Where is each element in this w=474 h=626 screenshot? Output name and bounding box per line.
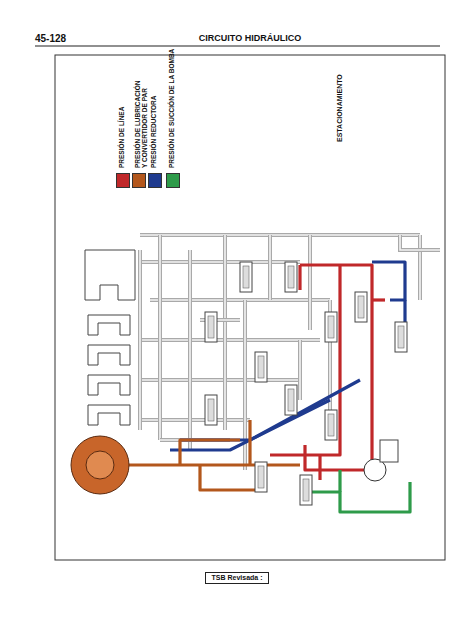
reducing-pressure-passage [372,262,405,300]
valve-spool [288,389,294,411]
valve-body [300,475,312,505]
line-pressure-passage [298,265,301,290]
legend-text: PRESIÓN DE SUCCIÓN DE LA BOMBA [168,49,175,168]
clutch-piston [88,405,130,425]
oil-passage-core [269,235,271,300]
oil-passage-core [299,340,301,400]
valve-body [355,292,367,322]
oil-passage [268,235,272,300]
oil-passage [223,235,227,430]
oil-passage [138,250,142,430]
oil-passage-core [159,235,161,440]
valve-body [325,312,337,342]
oil-passage [150,298,330,302]
clutch-piston [88,375,130,395]
oil-passage-core [150,299,330,301]
circuit [71,235,440,512]
legend-text: PRESIÓN REDUCTORA [150,96,157,168]
oil-passage [418,235,422,300]
lube-passage [200,465,260,490]
valve-spool [258,466,264,488]
header-rule [35,45,440,46]
oil-passage-core [419,235,421,300]
lube-passage [128,463,300,466]
oil-passage-core [139,250,141,430]
oil-passage [140,233,420,237]
valve-spool [288,266,294,288]
valve-spool [398,326,404,348]
torque-converter [71,436,129,494]
lube-passage [180,440,240,465]
oil-passage-core [140,339,320,341]
valve-body [285,262,297,292]
oil-passage-core [224,235,226,430]
valve-body [255,462,267,492]
oil-passage-core [140,261,300,263]
revision-box: TSB Revisada : [205,572,270,584]
oil-passage [140,418,250,422]
page-number: 45-128 [35,33,66,44]
frame [55,55,445,560]
legend-text: PRESIÓN DE LÍNEA [118,107,125,168]
pump-gear [86,451,114,479]
oil-passage-core [400,235,440,250]
oil-passage [308,235,312,330]
valve-spool [303,479,309,501]
mode-label: ESTACIONAMIENTO [336,74,344,142]
suction-passage [338,470,341,492]
oil-passage [140,338,320,342]
oil-passage-core [140,379,300,381]
page-title: CIRCUITO HIDRÁULICO [199,34,301,44]
valve-body [255,352,267,382]
suction-passage [300,482,410,512]
oil-passage [140,378,300,382]
accumulator [380,440,398,462]
valve-spool [328,316,334,338]
valve-spool [358,296,364,318]
line-pressure-passage [318,455,321,480]
oil-passage [400,235,440,250]
oil-passage-core [140,234,420,236]
valve-body [240,262,252,292]
valve-body [395,322,407,352]
servo [85,250,135,300]
legend-swatch [116,173,130,188]
valve-body [285,385,297,415]
valve-spool [208,399,214,421]
oil-passage [158,235,162,440]
legend-swatch [166,173,180,188]
line-pressure-passage [372,298,385,301]
oil-passage [298,340,302,400]
valve-body [205,312,217,342]
valve-body [325,410,337,440]
oil-passage [188,250,192,450]
valve-spool [243,266,249,288]
legend-swatch [132,173,146,188]
oil-passage-core [309,235,311,330]
valve-spool [328,414,334,436]
revision-text: TSB Revisada : [206,573,269,583]
line-pressure-passage [305,300,372,470]
legend-text: PRESIÓN DE LUBRICACIÓN Y CONVERTIDOR DE … [134,78,148,168]
lube-passage [248,420,251,465]
valve-spool [258,356,264,378]
valve-spool [208,316,214,338]
clutch-piston [88,315,130,335]
oil-passage-core [189,250,191,450]
oil-passage-core [140,419,250,421]
legend-swatch [148,173,162,188]
oil-passage [140,260,300,264]
clutch-piston [88,345,130,365]
valve-body [205,395,217,425]
